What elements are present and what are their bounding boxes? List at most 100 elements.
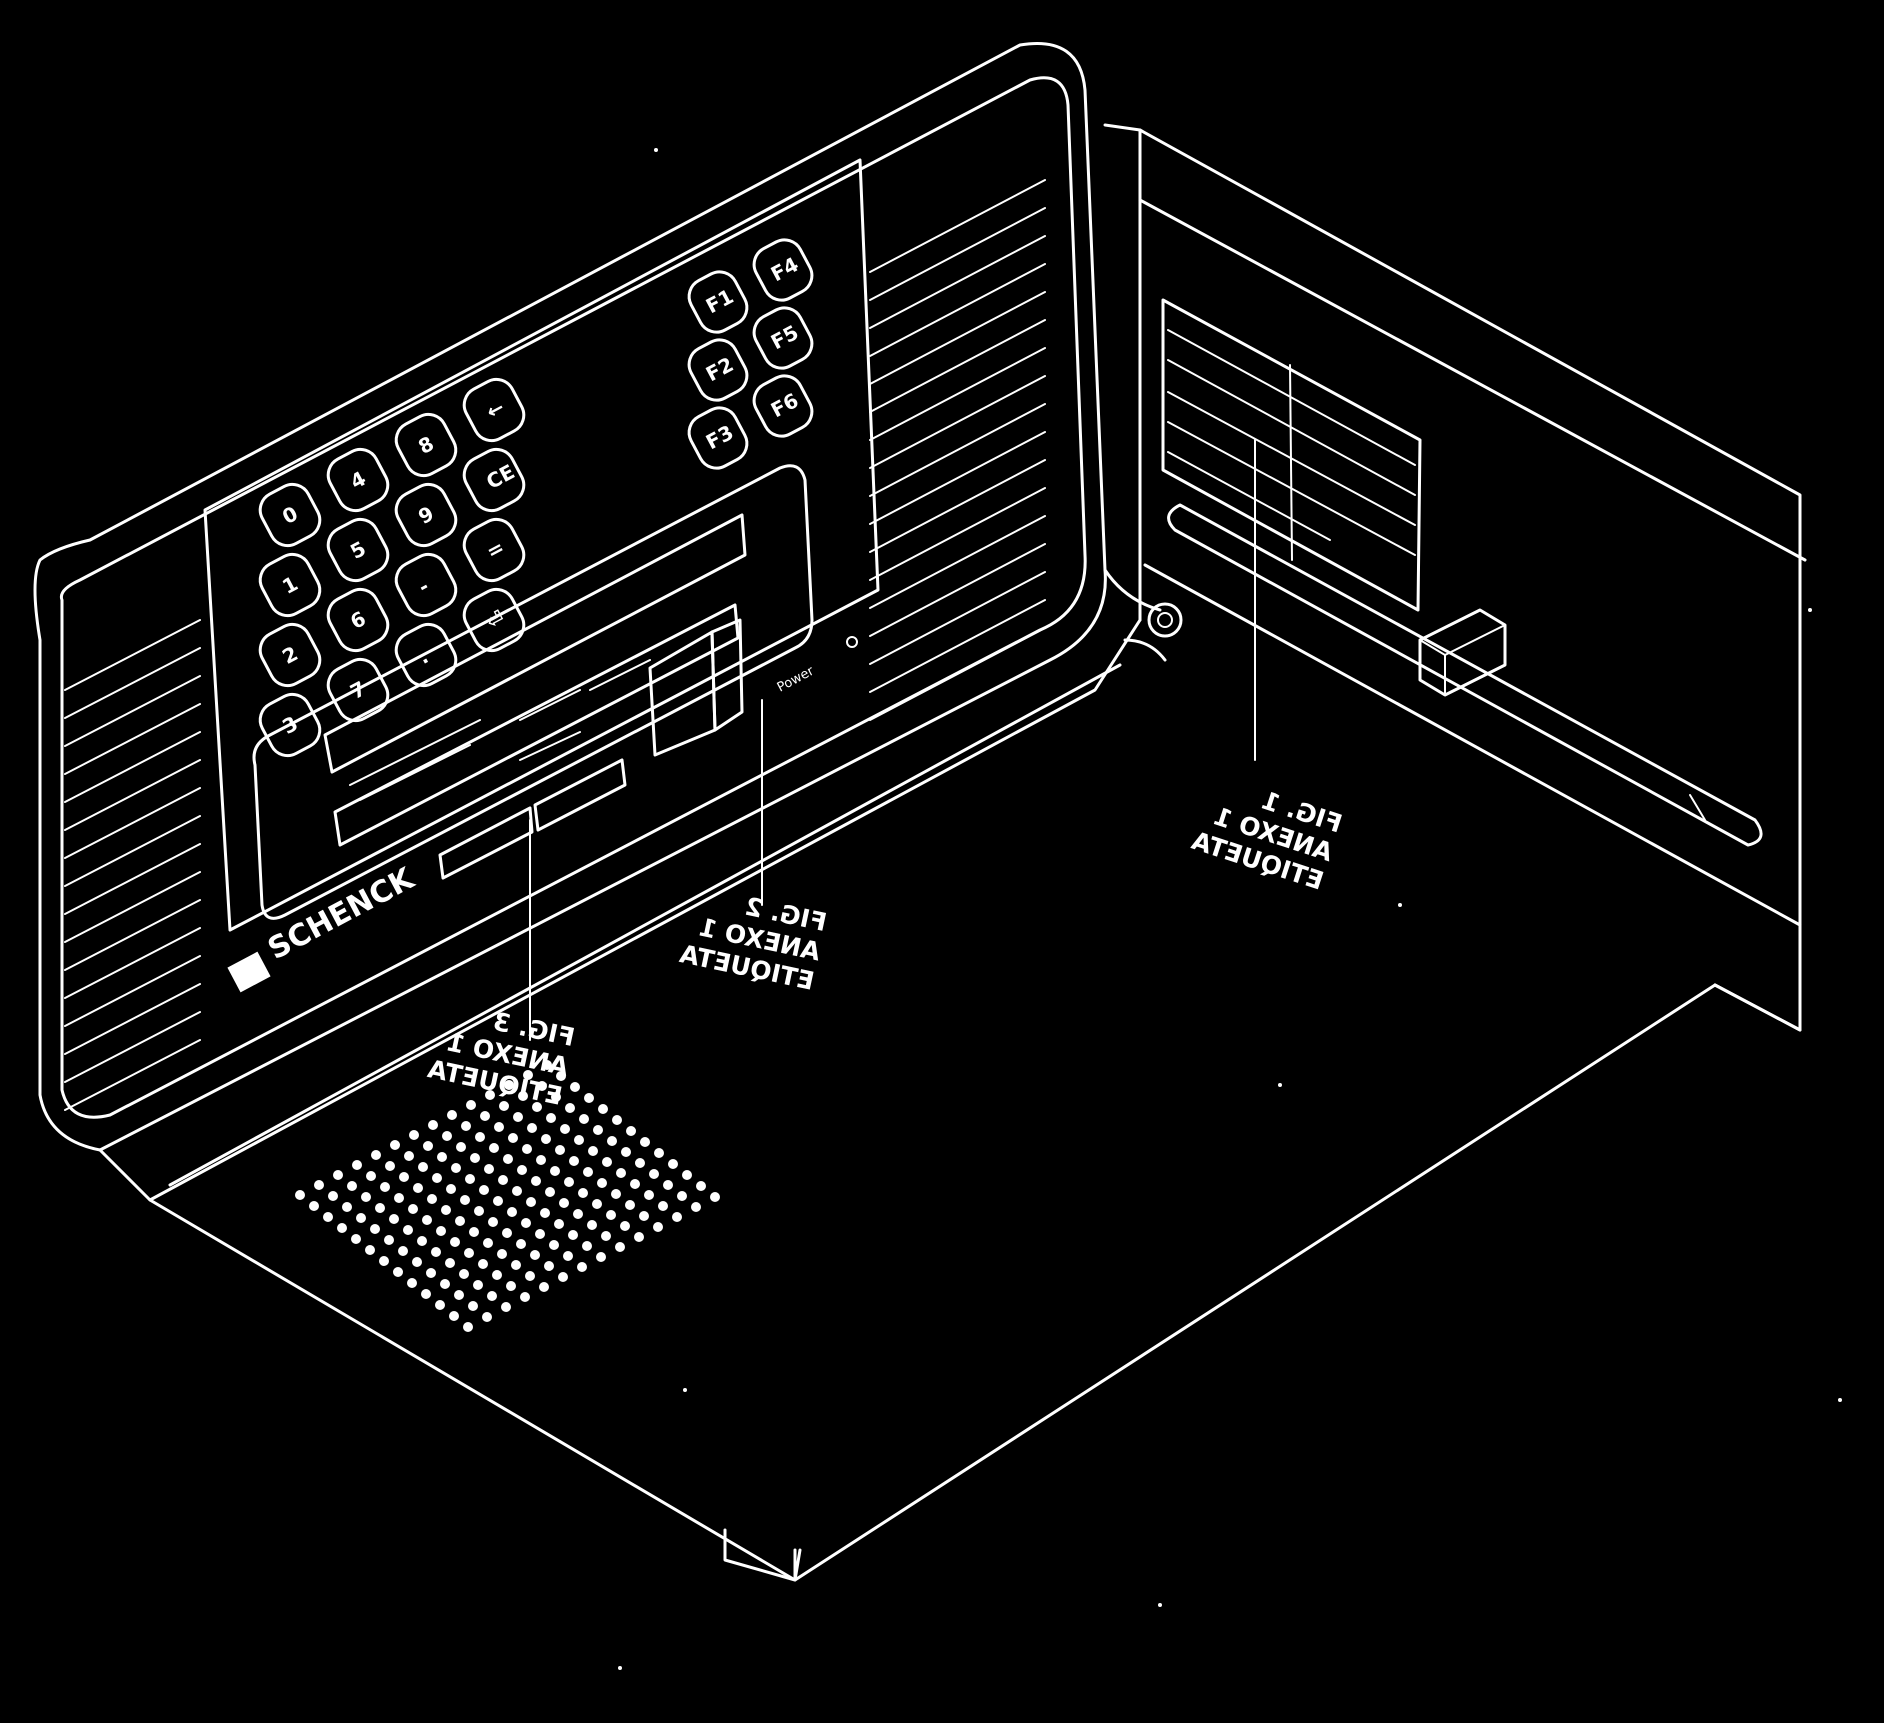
keypad-key[interactable]: ← <box>458 373 530 447</box>
keypad-key[interactable]: 0 <box>254 478 326 552</box>
vent-slat <box>64 871 201 943</box>
function-key[interactable]: F4 <box>748 234 818 307</box>
perforation-hole <box>513 1112 523 1122</box>
perforation-hole <box>390 1140 400 1150</box>
vent-slat <box>869 403 1046 497</box>
perforation-hole <box>432 1173 442 1183</box>
perforation-hole <box>309 1201 319 1211</box>
vent-slat <box>869 179 1046 273</box>
perforation-hole <box>521 1218 531 1228</box>
perforation-hole <box>479 1185 489 1195</box>
perforation-hole <box>554 1219 564 1229</box>
perforation-hole <box>493 1196 503 1206</box>
perforation-hole <box>549 1240 559 1250</box>
perforation-hole <box>454 1290 464 1300</box>
keypad-key[interactable]: 9 <box>390 478 462 552</box>
perforation-hole <box>601 1231 611 1241</box>
perforation-hole <box>577 1262 587 1272</box>
perforation-hole <box>295 1190 305 1200</box>
vent-slat <box>869 207 1046 301</box>
perforation-hole <box>475 1132 485 1142</box>
keypad-key[interactable]: 3 <box>254 688 326 762</box>
perforation-hole <box>437 1152 447 1162</box>
vent-slat <box>869 459 1046 553</box>
vent-slat <box>64 647 201 719</box>
keypad-key[interactable]: 6 <box>322 583 394 657</box>
perforation-hole <box>361 1192 371 1202</box>
display-line-upper <box>323 513 747 774</box>
perforation-hole <box>550 1166 560 1176</box>
perforation-hole <box>435 1300 445 1310</box>
perforation-hole <box>461 1121 471 1131</box>
perforation-hole <box>541 1134 551 1144</box>
perforation-hole <box>422 1215 432 1225</box>
keypad-key[interactable]: = <box>458 513 530 587</box>
perforation-hole <box>555 1145 565 1155</box>
function-key[interactable]: F5 <box>748 302 818 375</box>
key-label: F3 <box>702 420 738 454</box>
key-label: 3 <box>278 711 302 739</box>
vent-slat <box>869 235 1046 329</box>
keypad-key[interactable]: 2 <box>254 618 326 692</box>
perforation-hole <box>530 1250 540 1260</box>
perforation-hole <box>407 1278 417 1288</box>
function-key[interactable]: F3 <box>683 402 753 475</box>
perforation-hole <box>482 1312 492 1322</box>
vent-slat <box>64 983 201 1055</box>
vent-slat <box>869 263 1046 357</box>
perforation-hole <box>542 1060 552 1070</box>
perforation-hole <box>466 1100 476 1110</box>
key-label: F1 <box>702 284 738 318</box>
perforation-hole <box>565 1103 575 1113</box>
perforation-hole <box>478 1259 488 1269</box>
perforation-hole <box>635 1158 645 1168</box>
key-label: 8 <box>414 431 438 459</box>
keypad-key[interactable]: 5 <box>322 513 394 587</box>
perforation-hole <box>582 1241 592 1251</box>
vent-slat <box>869 291 1046 385</box>
perforation-hole <box>480 1111 490 1121</box>
perforation-hole <box>592 1199 602 1209</box>
keypad-key[interactable]: 7 <box>322 653 394 727</box>
perforation-hole <box>440 1279 450 1289</box>
key-label: 0 <box>278 501 302 529</box>
vent-slat <box>64 899 201 971</box>
key-label: = <box>482 535 508 564</box>
perforation-hole <box>607 1136 617 1146</box>
perforation-hole <box>556 1071 566 1081</box>
perforation-hole <box>658 1201 668 1211</box>
vent-slat <box>869 599 1046 693</box>
perforation-hole <box>366 1171 376 1181</box>
perforation-hole <box>640 1137 650 1147</box>
perforation-hole <box>484 1164 494 1174</box>
perforation-hole <box>408 1204 418 1214</box>
perforation-hole <box>516 1239 526 1249</box>
perforation-hole <box>393 1267 403 1277</box>
vent-slat <box>869 319 1046 413</box>
function-key[interactable]: F2 <box>683 334 753 407</box>
perforation-hole <box>352 1160 362 1170</box>
keypad-key[interactable]: 4 <box>322 443 394 517</box>
perforation-hole <box>588 1146 598 1156</box>
cable-gland <box>1418 608 1507 697</box>
perforation-hole <box>540 1208 550 1218</box>
control-panel <box>203 158 880 932</box>
key-label: 9 <box>414 501 438 529</box>
key-label: F2 <box>702 352 738 386</box>
perforation-hole <box>546 1113 556 1123</box>
keypad-key[interactable]: 1 <box>254 548 326 622</box>
keypad-key[interactable]: 8 <box>390 408 462 482</box>
perforation-hole <box>526 1197 536 1207</box>
keypad-key[interactable]: - <box>390 548 462 622</box>
vent-slat <box>869 347 1046 441</box>
perforation-hole <box>470 1153 480 1163</box>
keypad-key[interactable]: CE <box>458 443 530 517</box>
key-label: ← <box>482 395 508 424</box>
perforation-hole <box>370 1224 380 1234</box>
function-key[interactable]: F1 <box>683 266 753 339</box>
perforation-hole <box>379 1256 389 1266</box>
perforation-hole <box>639 1211 649 1221</box>
function-key[interactable]: F6 <box>748 370 818 443</box>
